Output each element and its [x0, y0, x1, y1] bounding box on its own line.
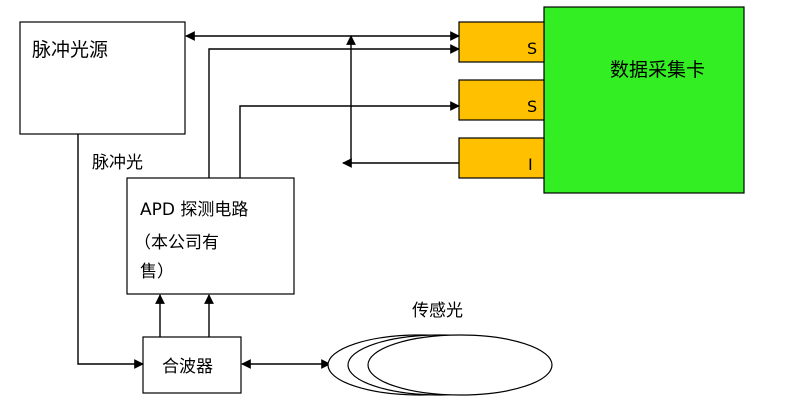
combiner-label: 合波器 [162, 357, 213, 377]
daq-port-3 [458, 137, 545, 179]
pulse-source-label: 脉冲光源 [32, 39, 108, 61]
port-1-label: S [527, 39, 537, 58]
daq-card-box [543, 6, 745, 194]
daq-port-2 [458, 79, 545, 121]
sensing-fiber-coil [327, 334, 553, 396]
pulse-light-label: 脉冲光 [92, 153, 143, 173]
connector-apd-to-port1 [208, 44, 460, 178]
port-3-label: I [528, 155, 533, 174]
sensing-light-label: 传感光 [412, 301, 463, 321]
apd-label-line3: 售） [140, 262, 174, 282]
pulse-source-box [19, 21, 186, 135]
daq-port-1 [458, 21, 545, 63]
connector-source-to-combiner [77, 134, 144, 369]
port-2-label: S [527, 97, 537, 116]
apd-label-line2: （本公司有 [134, 233, 219, 253]
apd-label-line1: APD 探测电路 [140, 200, 248, 220]
apd-box [126, 177, 295, 295]
daq-card-label: 数据采集卡 [610, 59, 705, 81]
connector-apd-to-port2 [239, 101, 460, 178]
